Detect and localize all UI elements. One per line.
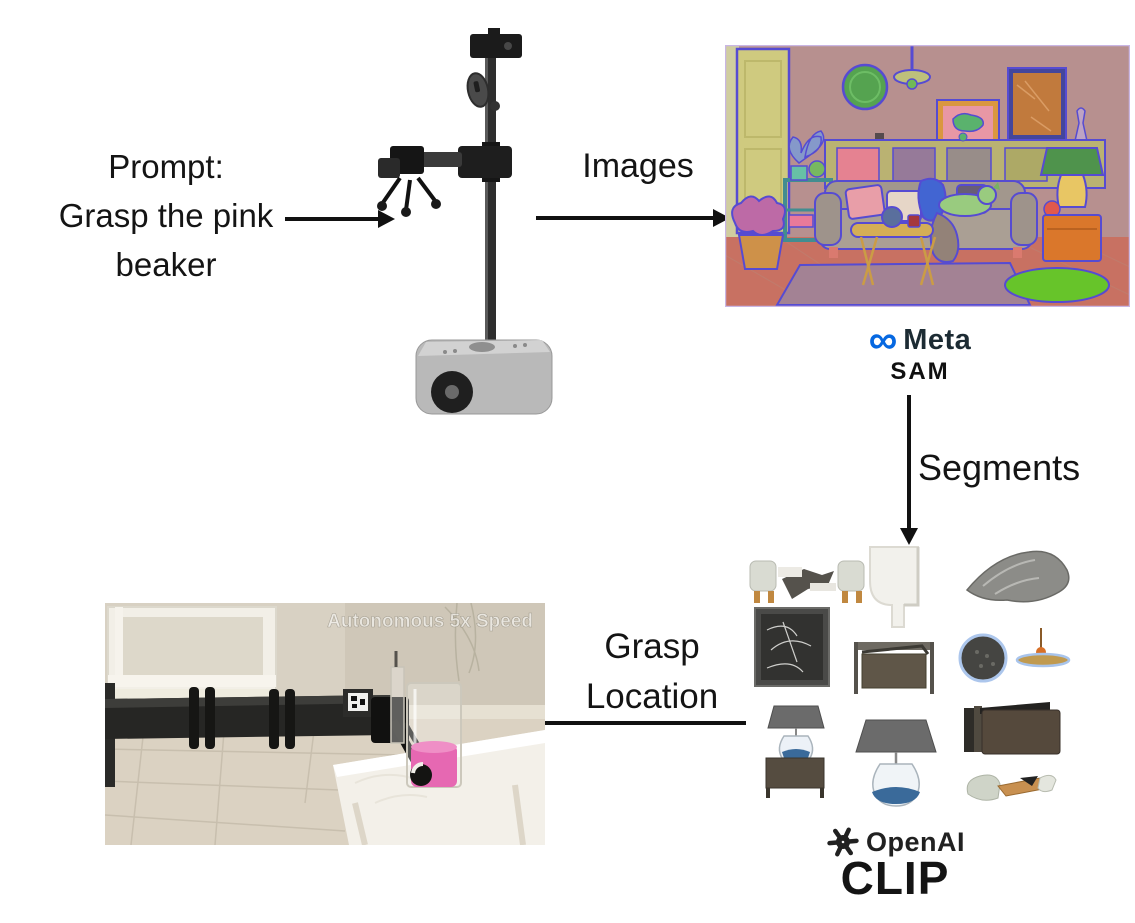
pillow-pink (844, 184, 886, 220)
segment-dark-box (964, 702, 1061, 755)
pendant-mini-lamp (1015, 628, 1071, 668)
segment-disc-and-pendant (958, 628, 1071, 683)
openai-wordmark: OpenAI (865, 826, 965, 857)
arrow-segments-to-grasp (528, 714, 746, 732)
prompt-line-1: Prompt: (108, 148, 224, 185)
floor-plank-lines (105, 718, 406, 845)
segmentation-tint (725, 45, 1130, 307)
arrow-image-to-segments (900, 395, 918, 545)
photo-watermark: Autonomous 5x Speed (327, 611, 533, 632)
prompt-line-3: beaker (115, 246, 217, 283)
robot-gripper (377, 146, 441, 217)
arrow-prompt-to-robot (285, 210, 395, 228)
images-label: Images (582, 147, 694, 185)
dog-on-couch (938, 182, 1000, 217)
segment-side-shelf (854, 642, 934, 694)
thin-glass-tube (390, 651, 405, 744)
segments-label: Segments (918, 447, 1081, 488)
segment-wall-corner (869, 546, 920, 628)
robot-arm (418, 152, 462, 167)
pendant-lamp (893, 45, 931, 90)
potted-plant-purple (731, 195, 786, 270)
segment-bench-pieces (966, 774, 1057, 801)
segmented-room-image (725, 45, 1130, 307)
pink-beaker (410, 741, 457, 787)
meta-infinity-icon: ∞ (868, 318, 898, 362)
prompt-text: Prompt: Grasp the pink beaker (20, 142, 312, 289)
fiducial-marker-cube (343, 689, 373, 717)
room-left-wall (725, 45, 739, 241)
segment-fabric-drape (965, 550, 1070, 603)
grasp-label-line-2: Location (585, 677, 719, 716)
coffee-table (850, 206, 937, 286)
meta-wordmark: Meta (903, 323, 972, 356)
robot-knob (490, 101, 500, 111)
robot-shoulder (458, 142, 512, 182)
plant-shelf (783, 130, 833, 242)
poster-orange (1007, 67, 1067, 143)
segment-lamp-on-table (765, 705, 825, 798)
robot-base (415, 339, 553, 415)
prompt-line-2: Grasp the pink (58, 197, 274, 234)
teapot (881, 206, 903, 228)
robot-camera-head (470, 28, 522, 58)
shelf-plant-blue (788, 130, 825, 164)
sam-wordmark: SAM (890, 358, 950, 385)
clip-wordmark: CLIP (840, 852, 950, 904)
robot-side-device (466, 72, 490, 108)
gray-throw (929, 211, 960, 263)
cabinet-orange (1042, 200, 1102, 262)
plant-stems (444, 603, 480, 682)
table-lamp-green (1039, 147, 1105, 208)
segment-glass-lamp (855, 719, 937, 807)
openai-knot-icon (827, 827, 859, 857)
arrow-robot-to-image (536, 209, 730, 227)
red-mug (907, 214, 921, 228)
segment-chair-set (749, 560, 865, 603)
rug (775, 261, 1032, 306)
robot-mast (485, 56, 496, 356)
meta-sam-logo: ∞ Meta SAM (838, 320, 1002, 386)
robot-image (377, 28, 553, 415)
green-pouf (1004, 267, 1110, 303)
grasp-photo: Autonomous 5x Speed (105, 603, 545, 845)
segment-chalkboard-frame (754, 607, 830, 687)
grasp-location-label: Grasp Location (553, 622, 751, 722)
couch (814, 177, 1038, 263)
openai-clip-logo: OpenAI CLIP (806, 824, 984, 904)
grasp-label-line-1: Grasp (604, 627, 700, 666)
